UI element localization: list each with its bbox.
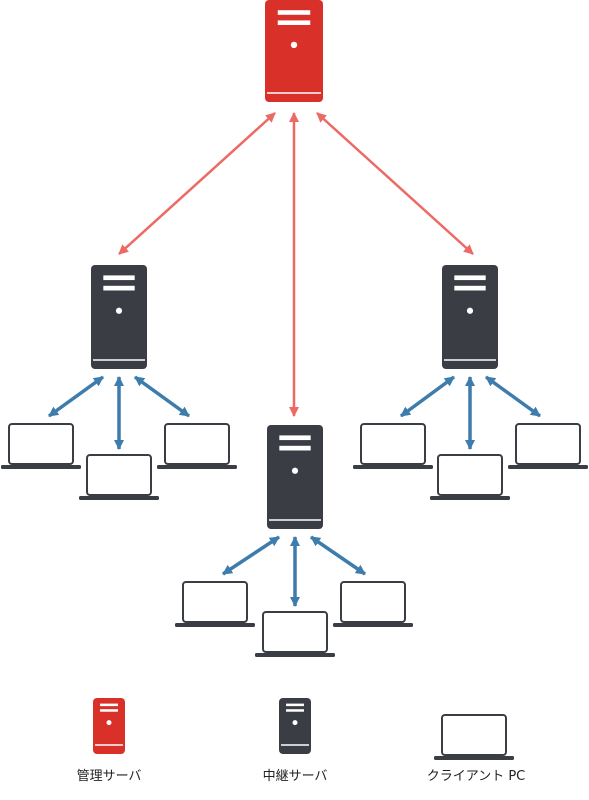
relay-server-icon-2 [267, 425, 323, 529]
nodes-layer [1, 0, 588, 657]
client-pc-icon-1-1 [1, 423, 81, 469]
relay-server-icon-3 [442, 265, 498, 369]
legend-label-management-server: 管理サーバ [77, 769, 142, 784]
legend: 管理サーバ 中継サーバ クライアント PC [77, 698, 526, 784]
legend-item-management-server [93, 698, 125, 754]
client-pc-icon-1-3 [157, 423, 237, 469]
legend-management-server-icon [93, 698, 125, 754]
link-relay-3-to-client-1 [399, 375, 456, 418]
legend-item-relay-server [279, 698, 311, 754]
legend-client-pc-icon [434, 714, 514, 760]
link-relay-2-to-client-1 [222, 535, 280, 576]
legend-relay-server-icon [279, 698, 311, 754]
link-management-to-relay-3 [316, 112, 474, 255]
client-pc-icon-2-1 [175, 581, 255, 627]
legend-label-relay-server: 中継サーバ [263, 769, 328, 784]
client-pc-icon-2-3 [333, 581, 413, 627]
client-pc-icon-3-3 [508, 423, 588, 469]
legend-item-client-pc [434, 714, 514, 760]
client-pc-icon-3-1 [353, 423, 433, 469]
link-relay-1-to-client-1 [47, 375, 105, 418]
relay-server-icon-1 [91, 265, 147, 369]
link-management-to-relay-1 [118, 112, 276, 255]
management-server-icon [265, 0, 323, 102]
client-pc-icon-3-2 [430, 454, 510, 500]
client-pc-icon-2-2 [255, 611, 335, 657]
client-pc-icon-1-2 [79, 454, 159, 500]
link-relay-2-to-client-3 [310, 535, 366, 576]
legend-label-client-pc: クライアント PC [427, 769, 526, 784]
links-layer [47, 112, 542, 607]
link-relay-1-to-client-3 [133, 375, 191, 418]
link-relay-3-to-client-3 [484, 375, 542, 418]
